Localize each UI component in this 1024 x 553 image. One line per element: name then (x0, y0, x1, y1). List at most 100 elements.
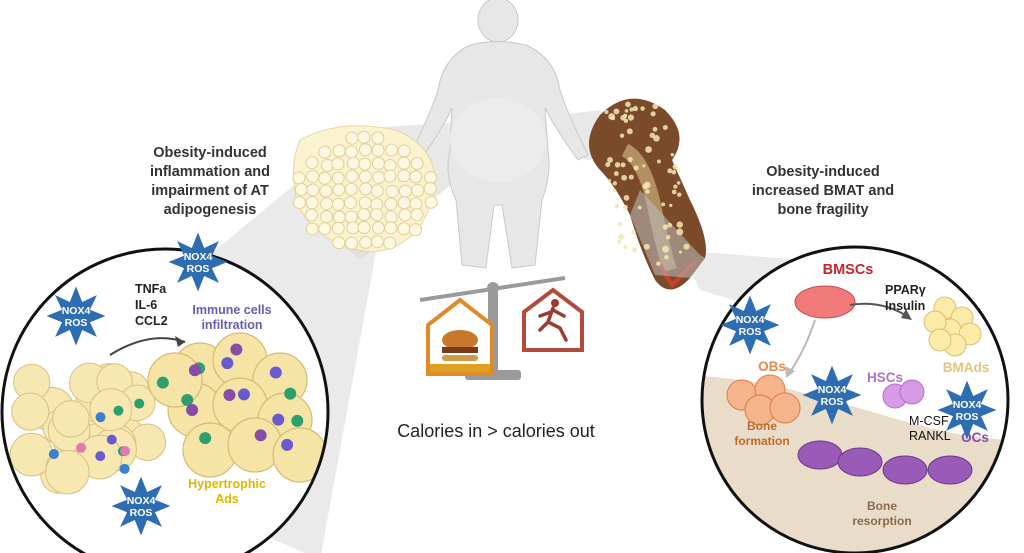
ros-badge-line: ROS (821, 396, 844, 408)
marrow-speckle (653, 135, 660, 142)
patch-adipocyte (345, 236, 359, 250)
osteoclast-cell (797, 440, 843, 470)
bmsc-to-ob-arrowhead (785, 366, 795, 378)
normal-adipocyte (89, 388, 133, 432)
marrow-speckle (620, 162, 626, 168)
patch-adipocyte (372, 156, 386, 170)
marrow-speckle (667, 168, 673, 174)
patch-adipocyte (305, 222, 319, 236)
bmads-label: BMAds (943, 360, 990, 375)
patch-adipocyte (384, 210, 398, 224)
bone-marrow-cells (726, 285, 982, 485)
bmsc-to-ob-arrow (789, 319, 816, 373)
marrow-speckle (627, 114, 635, 121)
patch-adipocyte (359, 182, 373, 196)
marrow-speckle (627, 156, 633, 163)
patch-adipocyte (320, 210, 334, 224)
infiltrating-immune-cell (181, 393, 194, 406)
left-heading-line: Obesity-induced (153, 145, 267, 161)
hypertrophic-label-line: Hypertrophic (188, 477, 266, 491)
marrow-speckle (618, 233, 625, 240)
marrow-speckle (671, 189, 677, 195)
ros-badge-line: NOX4 (127, 495, 156, 507)
marrow-speckle (650, 111, 656, 117)
patch-adipocyte (371, 131, 385, 145)
patch-adipocyte (344, 145, 358, 159)
marrow-speckle (662, 124, 668, 130)
patch-adipocyte (383, 169, 397, 183)
obese-human-figure (409, 0, 589, 269)
adipose-patch-cells (292, 130, 438, 250)
patch-adipocyte (292, 171, 306, 185)
marrow-speckle (626, 128, 633, 135)
marrow-speckle (673, 184, 678, 189)
bm-adipocyte (928, 328, 952, 352)
marrow-speckle (628, 174, 634, 180)
bmsc-to-bmad-arrowhead (901, 309, 912, 320)
marrow-speckle (678, 250, 682, 254)
ros-badge-line: NOX4 (736, 314, 765, 326)
patch-adipocyte (383, 236, 397, 250)
infiltrating-immune-cell (284, 387, 297, 400)
infiltrating-immune-cell (291, 414, 304, 427)
infiltrating-immune-cell (272, 413, 285, 426)
infiltrating-immune-cell (199, 432, 212, 445)
patch-adipocyte (397, 196, 411, 210)
marrow-speckle (612, 181, 618, 186)
patch-adipocyte (357, 221, 371, 235)
marrow-speckle (656, 261, 661, 266)
adipose-zoom-circle-border (0, 247, 330, 553)
infiltrating-immune-cell (254, 429, 267, 442)
marrow-speckle (669, 203, 673, 208)
infiltrating-immune-cell (230, 343, 243, 356)
patch-adipocyte (384, 221, 398, 235)
infiltrating-immune-cell (188, 364, 201, 377)
marrow-speckle (677, 192, 682, 197)
patch-adipocyte (331, 157, 345, 171)
bmsc-cell (794, 285, 856, 319)
patch-adipocyte (384, 197, 398, 211)
marrow-speckle (612, 188, 617, 193)
immune-cell (120, 446, 131, 457)
infiltrating-immune-cell (186, 404, 199, 417)
marrow-speckle (670, 152, 675, 157)
bmsc-to-bmad-arrow (849, 302, 906, 316)
ros-badge-line: ROS (187, 263, 210, 275)
patch-adipocyte (305, 196, 319, 210)
ros-badge-line: ROS (956, 411, 979, 423)
patch-adipocyte (332, 144, 346, 158)
infiltrating-immune-cell (269, 366, 282, 379)
patch-adipocyte (357, 208, 371, 222)
marrow-speckle (676, 221, 684, 228)
normal-adipocyte (52, 400, 90, 438)
hypertrophic-adipocyte-cluster (147, 332, 328, 483)
patch-adipocyte (332, 236, 346, 250)
patch-adipocyte (306, 183, 320, 197)
ros-badge-line: ROS (739, 326, 762, 338)
patch-adipocyte (320, 197, 334, 211)
osteoclast-cell (927, 455, 973, 485)
bmscs-label: BMSCs (823, 262, 874, 278)
patch-adipocyte (346, 221, 360, 235)
ros-badge-line: NOX4 (818, 384, 847, 396)
signal-label: RANKL (909, 429, 951, 443)
patch-adipocyte (383, 158, 397, 172)
signal-label: M-CSF (909, 414, 949, 428)
obs-label: OBs (758, 359, 786, 374)
normal-adipocyte-cluster (9, 362, 167, 495)
marrow-speckle (672, 164, 679, 170)
marrow-speckle (652, 126, 658, 132)
patch-adipocyte (344, 182, 358, 196)
femur-bone (589, 98, 706, 290)
immune-label-line: Immune cells (192, 303, 271, 317)
food-house-icon (426, 297, 494, 376)
patch-adipocyte (372, 170, 386, 184)
marrow-speckle (662, 224, 669, 230)
resorption-label: Bone (867, 499, 897, 513)
immune-cell (95, 412, 106, 423)
ros-badge-line: NOX4 (62, 305, 91, 317)
marrow-speckle (633, 165, 639, 171)
patch-adipocyte (409, 197, 423, 211)
immune-label-line: infiltration (201, 318, 262, 332)
patch-adipocyte (358, 157, 372, 171)
